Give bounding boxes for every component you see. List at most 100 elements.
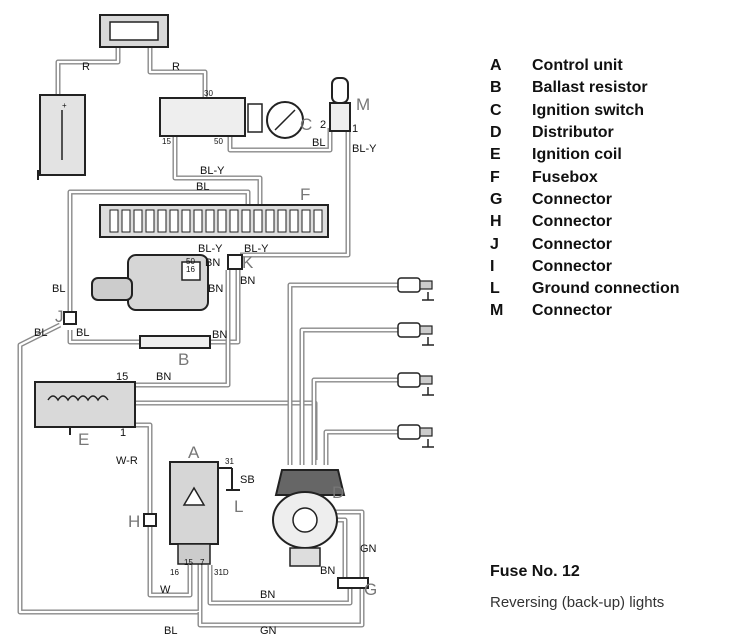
label-h: H [128,512,140,531]
svg-text:BL: BL [76,327,89,339]
svg-text:BL: BL [196,181,209,193]
connector-m [329,77,351,132]
legend-key: B [490,79,502,97]
legend-label: Distributor [532,124,614,142]
legend-label: Connector [532,235,612,253]
svg-text:16: 16 [170,568,179,577]
spark-plugs [397,277,434,448]
control-unit [169,461,219,565]
spark-plug [397,372,434,396]
legend-label: Fusebox [532,168,598,186]
svg-text:W-R: W-R [116,455,138,467]
label-a: A [188,443,200,462]
svg-text:1: 1 [352,123,358,135]
legend-key: M [490,302,504,320]
svg-text:BN: BN [205,257,220,269]
legend-label: Connector [532,213,612,231]
svg-text:BN: BN [212,329,227,341]
distributor [272,469,346,567]
ballast-resistor [139,335,211,349]
svg-text:15: 15 [116,371,128,383]
svg-text:50: 50 [186,257,195,266]
ground-connection [218,467,240,491]
legend-row: F Fusebox [490,166,720,188]
legend-label: Connector [532,257,612,275]
label-f: F [300,185,310,204]
label-d: D [332,483,344,502]
legend-key: I [490,257,495,275]
svg-text:BL-Y: BL-Y [244,243,269,255]
svg-text:+: + [62,101,67,110]
svg-text:1: 1 [120,427,126,439]
label-j: J [55,307,64,326]
legend-key: F [490,168,500,186]
top-relay-box [99,14,169,48]
label-l: L [234,497,243,516]
svg-text:BL-Y: BL-Y [352,143,377,155]
legend-label: Ignition coil [532,146,622,164]
label-k: K [242,253,254,272]
legend-key: J [490,235,499,253]
terminal-numbers: 30 15 50 2 1 50 16 15 1 31 16 15 7 31D [116,89,358,577]
svg-text:BL: BL [34,327,47,339]
svg-text:7: 7 [200,558,205,567]
legend-key: E [490,146,501,164]
battery: + [37,94,86,180]
svg-text:BL-Y: BL-Y [198,243,223,255]
legend-label: Connector [532,302,612,320]
svg-text:GN: GN [260,625,277,637]
svg-text:GN: GN [360,543,377,555]
legend-row: B Ballast resistor [490,77,720,99]
svg-text:BL: BL [164,625,177,637]
svg-text:R: R [82,61,90,73]
legend-label: Control unit [532,57,623,75]
connector-k [227,254,243,270]
component-letters: A B C D E F G H J K L M [55,95,377,599]
svg-text:BN: BN [240,275,255,287]
legend-label: Ground connection [532,280,680,298]
label-b: B [178,350,189,369]
svg-text:BN: BN [260,589,275,601]
legend-row: D Distributor [490,122,720,144]
legend-row: C Ignition switch [490,100,720,122]
svg-text:BN: BN [208,283,223,295]
svg-text:SB: SB [240,474,255,486]
legend-row: I Connector [490,256,720,278]
legend-label: Ballast resistor [532,79,648,97]
label-c: C [300,115,312,134]
fuse-title: Fuse No. 12 [490,563,580,580]
svg-text:R: R [172,61,180,73]
svg-text:2: 2 [320,119,326,131]
legend-label: Ignition switch [532,101,644,119]
svg-text:50: 50 [214,137,223,146]
legend-key: C [490,101,502,119]
label-m: M [356,95,370,114]
spark-plug [397,277,434,301]
svg-text:BN: BN [156,371,171,383]
svg-text:W: W [160,584,171,596]
connector-j [63,311,77,325]
legend-key: G [490,190,503,208]
svg-text:BL: BL [52,283,65,295]
legend-row: E Ignition coil [490,144,720,166]
legend-key: A [490,57,502,75]
starter-motor [91,254,209,311]
label-g: G [364,580,377,599]
svg-text:31: 31 [225,457,234,466]
legend-row: A Control unit [490,55,720,77]
svg-text:BL: BL [312,137,325,149]
label-e: E [78,430,89,449]
svg-text:BL-Y: BL-Y [200,165,225,177]
fuse-description: Reversing (back-up) lights [490,594,665,611]
fusebox [99,204,329,238]
wires [17,45,398,628]
legend-row: H Connector [490,211,720,233]
legend-key: H [490,213,502,231]
svg-text:15: 15 [162,137,171,146]
legend-key: D [490,124,502,142]
wire-labels: R R BL BL-Y BL-Y BL BL-Y BL-Y BN BN BN B… [34,61,377,637]
spark-plug [397,424,434,448]
